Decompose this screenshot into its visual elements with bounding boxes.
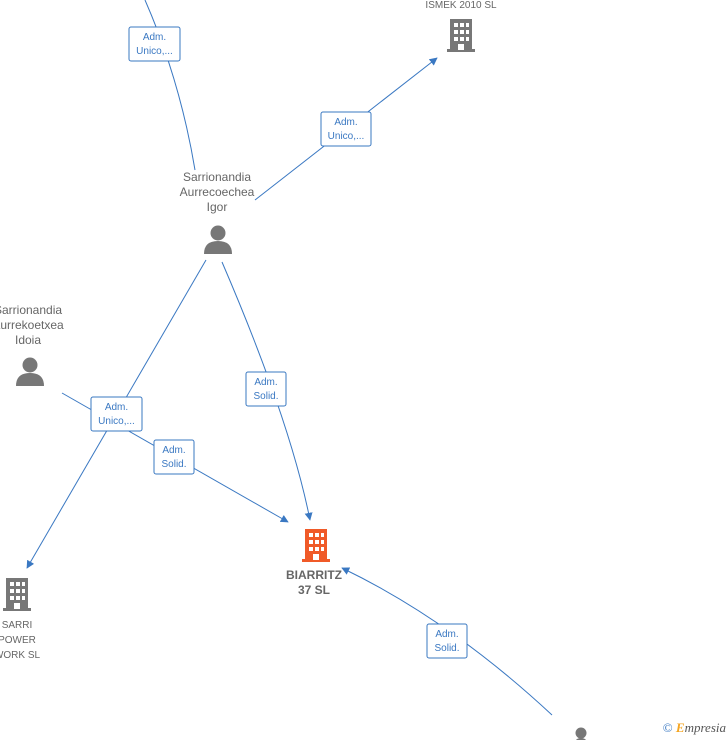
node-sarrionandia-aurrecoechea-igor[interactable]: Sarrionandia Aurrecoechea Igor bbox=[180, 170, 255, 254]
brand-logo-e: E bbox=[675, 720, 685, 735]
person-icon bbox=[16, 357, 44, 386]
edge-label-igor-to-biarritz[interactable]: Adm. Solid. bbox=[245, 371, 287, 407]
person-icon bbox=[575, 727, 587, 740]
edge-label-igor-to-sarri[interactable]: Adm. Unico,... bbox=[90, 396, 143, 432]
edge-label-line-2: Unico,... bbox=[328, 131, 365, 142]
node-label-line-3: WORK SL bbox=[0, 650, 40, 661]
edge-label-line-1: Adm. bbox=[334, 117, 357, 128]
empresia-watermark: © Empresia bbox=[663, 720, 726, 736]
edge-label-idoia-to-biarritz[interactable]: Adm. Solid. bbox=[153, 439, 195, 475]
edge-label-line-1: Adm. bbox=[105, 402, 128, 413]
node-sarri-power-work-sl[interactable]: SARRI POWER WORK SL bbox=[0, 578, 40, 661]
node-label-line-1: Sarrionandia bbox=[183, 170, 251, 184]
building-icon bbox=[447, 19, 475, 52]
node-sarrionandia-aurrekoetxea-idoia[interactable]: Sarrionandia Aurrekoetxea Idoia bbox=[0, 303, 64, 386]
edge-label-line-1: Adm. bbox=[143, 32, 166, 43]
node-ismek-2010-sl[interactable]: ISMEK 2010 SL bbox=[425, 0, 497, 52]
node-label-line-1: Sarrionandia bbox=[0, 303, 62, 317]
node-label-line-3: Idoia bbox=[15, 333, 41, 347]
edge-label-line-2: Solid. bbox=[434, 643, 459, 654]
edge-label-line-2: Solid. bbox=[253, 391, 278, 402]
node-label-line-1: BIARRITZ bbox=[286, 568, 342, 582]
brand-logo-text: mpresia bbox=[684, 720, 726, 735]
edge-label-line-2: Unico,... bbox=[98, 416, 135, 427]
edge-top-to-igor[interactable] bbox=[144, 0, 196, 171]
edge-label-line-1: Adm. bbox=[254, 377, 277, 388]
node-biarritz-37-sl[interactable]: BIARRITZ 37 SL bbox=[286, 529, 342, 597]
node-label-line-2: Aurrekoetxea bbox=[0, 318, 64, 332]
node-person-partial[interactable] bbox=[574, 727, 588, 740]
node-label-line-2: POWER bbox=[0, 635, 36, 646]
node-label: ISMEK 2010 SL bbox=[425, 0, 497, 11]
edge-label-line-1: Adm. bbox=[435, 629, 458, 640]
node-label-line-2: 37 SL bbox=[298, 583, 330, 597]
edge-label-line-2: Solid. bbox=[161, 459, 186, 470]
copyright-symbol: © bbox=[662, 720, 673, 735]
edge-label-line-2: Unico,... bbox=[136, 46, 173, 57]
building-icon bbox=[302, 529, 330, 562]
edge-label-line-1: Adm. bbox=[162, 445, 185, 456]
edge-label-igor-to-ismek[interactable]: Adm. Unico,... bbox=[320, 111, 372, 147]
edge-label-top-to-igor[interactable]: Adm. Unico,... bbox=[128, 26, 181, 62]
node-label-line-1: SARRI bbox=[2, 620, 33, 631]
person-icon bbox=[204, 225, 232, 254]
edges bbox=[26, 0, 553, 716]
node-label-line-2: Aurrecoechea bbox=[180, 185, 255, 199]
edge-label-bottom-to-biarritz[interactable]: Adm. Solid. bbox=[426, 623, 468, 659]
building-icon bbox=[3, 578, 31, 611]
node-label-line-3: Igor bbox=[207, 200, 228, 214]
